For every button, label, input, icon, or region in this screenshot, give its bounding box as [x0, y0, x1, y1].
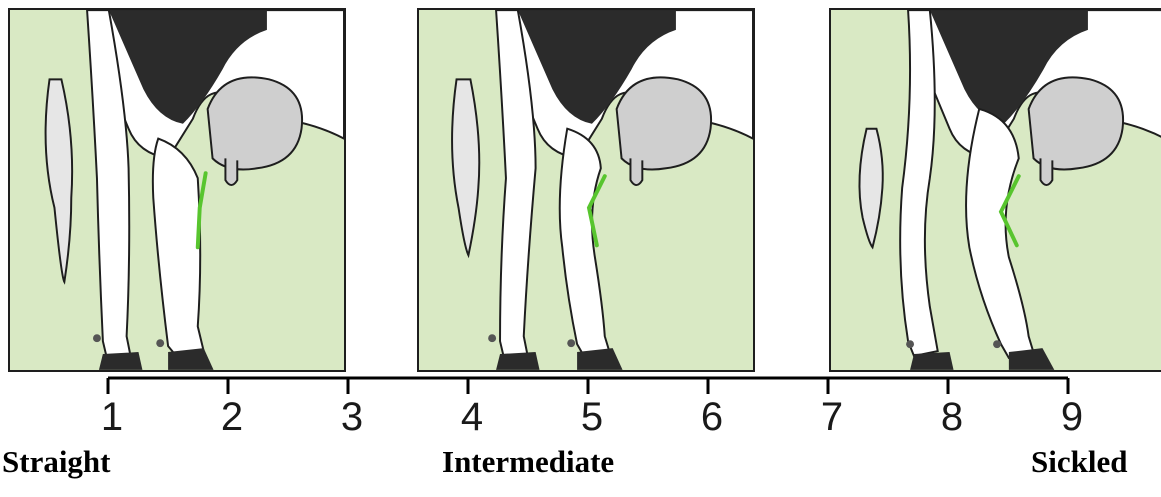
scale-tick-label-4: 4	[461, 397, 483, 437]
scale-tick-label-7: 7	[821, 397, 843, 437]
scale-tick-label-1: 1	[101, 397, 123, 437]
sickled-leg-illustration	[831, 10, 1161, 370]
scale-tick-label-3: 3	[341, 397, 363, 437]
panel-intermediate	[417, 8, 755, 372]
scale-tick-label-2: 2	[221, 397, 243, 437]
intermediate-leg-illustration	[419, 10, 753, 370]
label-sickled: Sickled	[1031, 446, 1127, 477]
straight-leg-illustration	[10, 10, 344, 370]
scale-tick-label-9: 9	[1061, 397, 1083, 437]
panel-sickled	[829, 8, 1161, 372]
label-intermediate: Intermediate	[442, 446, 614, 477]
label-straight: Straight	[2, 446, 111, 477]
scale-tick-label-6: 6	[701, 397, 723, 437]
panel-straight	[8, 8, 346, 372]
scale-tick-label-8: 8	[941, 397, 963, 437]
scale-tick-label-5: 5	[581, 397, 603, 437]
